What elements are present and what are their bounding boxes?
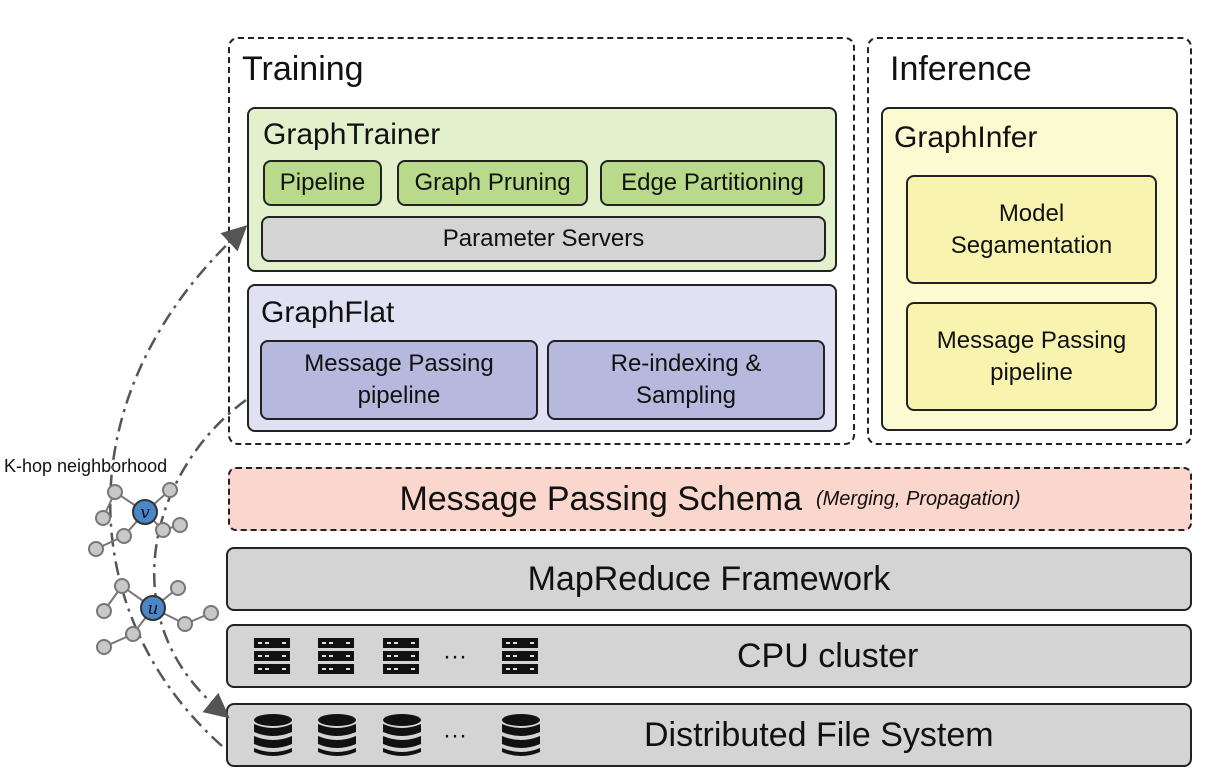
dfs-bar <box>226 703 1192 767</box>
database-icon <box>383 714 421 756</box>
database-icon <box>254 714 292 756</box>
graph-infer-title: GraphInfer <box>894 121 1038 154</box>
node-v-label: v <box>140 503 150 523</box>
dfs-ellipsis: ··· <box>443 722 467 749</box>
message-passing-schema-bar: Message Passing Schema (Merging, Propaga… <box>228 467 1192 531</box>
reindexing-line2: Sampling <box>635 382 737 409</box>
infer-message-passing-line1: Message Passing <box>936 326 1127 354</box>
dfs-to-trainer-arrow <box>109 225 248 747</box>
schema-label: Message Passing Schema <box>399 479 802 518</box>
graph-flat-title: GraphFlat <box>261 296 395 329</box>
graph-trainer-title: GraphTrainer <box>263 118 441 151</box>
server-icon <box>318 638 354 674</box>
database-icon <box>318 714 356 756</box>
infer-message-passing-line2: pipeline <box>990 358 1073 386</box>
edge-partitioning-box: Edge Partitioning <box>600 160 825 206</box>
graphflat-message-passing-box: Message Passing pipeline <box>260 340 538 420</box>
training-title: Training <box>242 50 364 88</box>
khop-graph-v <box>88 482 188 557</box>
server-icon <box>254 638 290 674</box>
cpu-cluster-label: CPU cluster <box>737 637 919 675</box>
graph-pruning-box: Graph Pruning <box>397 160 588 206</box>
khop-graph-u <box>96 578 219 655</box>
inference-region <box>867 37 1192 445</box>
schema-note: (Merging, Propagation) <box>815 487 1021 510</box>
cpu-ellipsis: ··· <box>443 643 467 670</box>
model-seg-line1: Model <box>998 199 1065 227</box>
database-icon <box>502 714 540 756</box>
reindexing-line1: Re-indexing & <box>610 350 762 377</box>
node-u-label: u <box>148 599 159 619</box>
graphflat-message-passing-line1: Message Passing <box>304 350 494 377</box>
graphflat-message-passing-line2: pipeline <box>357 382 441 409</box>
mapreduce-bar: MapReduce Framework <box>226 547 1192 611</box>
infer-message-passing-box: Message Passing pipeline <box>906 302 1157 411</box>
pipeline-box: Pipeline <box>263 160 382 206</box>
model-segmentation-box: Model Segamentation <box>906 175 1157 284</box>
dfs-label: Distributed File System <box>644 716 994 754</box>
model-seg-line2: Segamentation <box>950 231 1113 259</box>
khop-label: K-hop neighborhood <box>4 456 168 476</box>
graphflat-to-dfs-arrow <box>152 398 247 719</box>
server-icon <box>502 638 538 674</box>
inference-title: Inference <box>890 50 1032 88</box>
reindexing-sampling-box: Re-indexing & Sampling <box>547 340 825 420</box>
parameter-servers-box: Parameter Servers <box>261 216 826 262</box>
server-icon <box>383 638 419 674</box>
